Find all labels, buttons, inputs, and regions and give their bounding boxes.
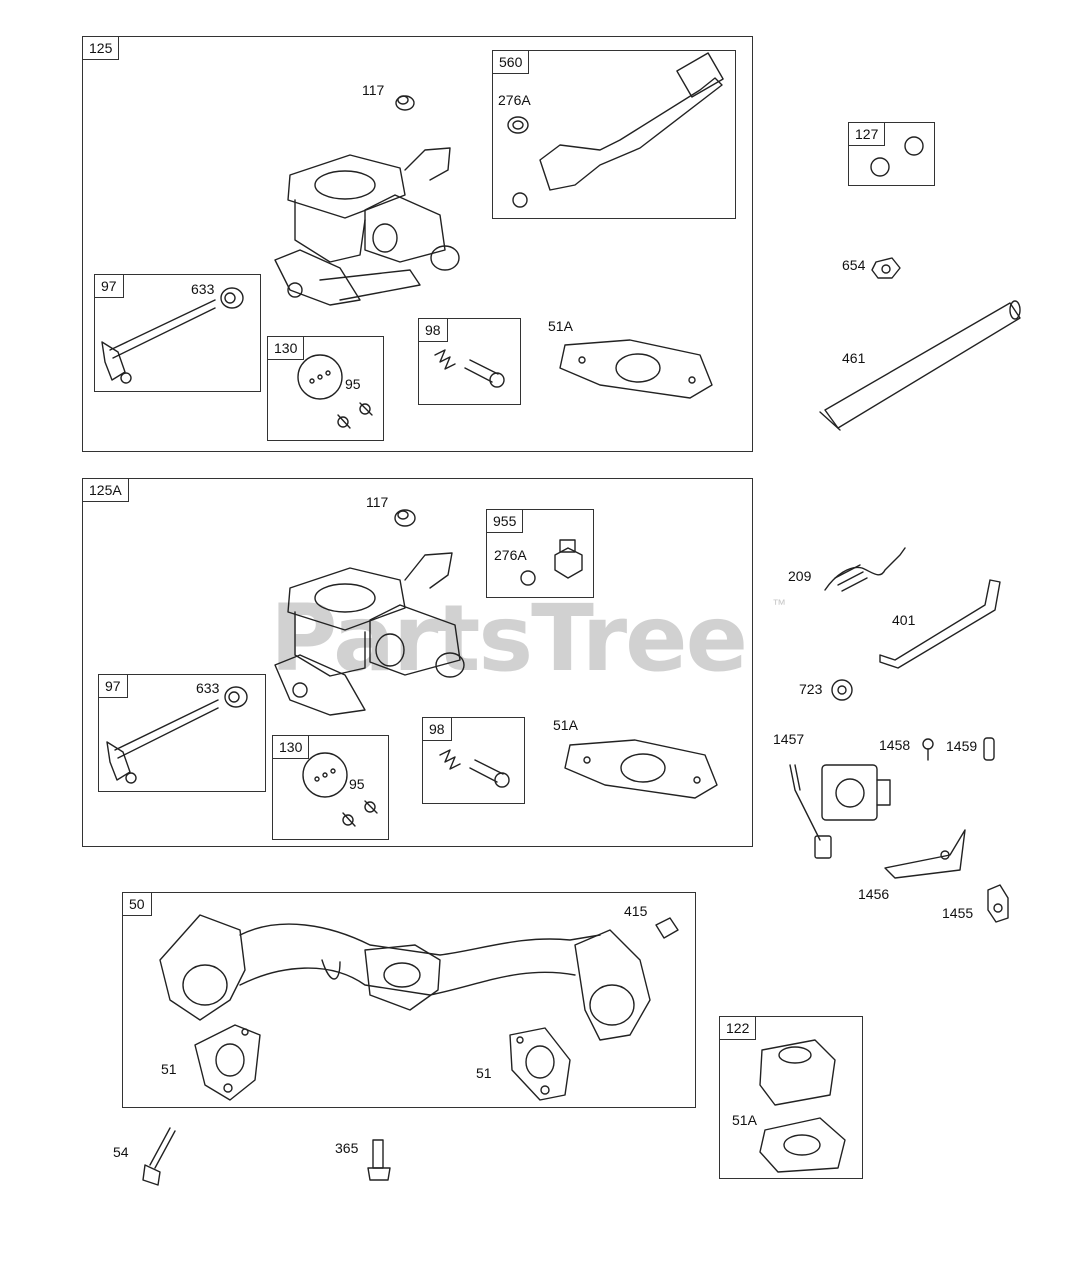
group-label-130a: 130 — [268, 337, 305, 360]
bracket-1455 — [987, 884, 1009, 923]
group-label-50: 50 — [123, 893, 152, 916]
throttle-body-125 — [274, 147, 460, 306]
watermark-trademark: ™ — [772, 596, 786, 612]
group-label-130b: 130 — [273, 736, 310, 759]
grommet-117b — [394, 509, 416, 527]
group-box-130b: 130 — [272, 735, 389, 840]
watermark-logo: PartsTree — [270, 585, 748, 692]
group-box-122: 122 — [719, 1016, 863, 1179]
group-box-98b: 98 — [422, 717, 525, 804]
motor-1457 — [789, 764, 891, 859]
nut-654 — [871, 257, 901, 279]
spacer-723 — [831, 679, 853, 701]
plug-955 — [520, 539, 583, 586]
callout-95-a: 95 — [345, 376, 361, 392]
pin-1459 — [983, 737, 995, 761]
callout-401: 401 — [892, 612, 916, 628]
bolt-54 — [142, 1127, 176, 1186]
callout-276A-a: 276A — [498, 92, 531, 108]
callout-1456: 1456 — [858, 886, 890, 902]
spring-screw-98a — [434, 349, 505, 388]
callout-723: 723 — [799, 681, 823, 697]
gasket-51A-c — [759, 1117, 846, 1173]
callout-51-b: 51 — [476, 1065, 492, 1081]
gasket-51A-a — [559, 339, 713, 399]
callout-654: 654 — [842, 257, 866, 273]
group-box-125: 125 — [82, 36, 753, 452]
callout-1458: 1458 — [879, 737, 911, 753]
callout-365: 365 — [335, 1140, 359, 1156]
throttle-body-125A — [274, 552, 465, 716]
sensor-560 — [507, 52, 724, 208]
callout-633-b: 633 — [196, 680, 220, 696]
callout-1457: 1457 — [773, 731, 805, 747]
callout-51A-a: 51A — [548, 318, 573, 334]
callout-51A-b: 51A — [553, 717, 578, 733]
group-label-955: 955 — [487, 510, 524, 533]
spacer-122 — [759, 1039, 836, 1106]
callout-54: 54 — [113, 1144, 129, 1160]
callout-209: 209 — [788, 568, 812, 584]
grommet-117a — [395, 95, 415, 111]
bolt-365 — [367, 1139, 391, 1181]
spring-209 — [824, 547, 906, 592]
tube-461 — [819, 300, 1021, 431]
plate-130b — [302, 752, 378, 827]
callout-633-a: 633 — [191, 281, 215, 297]
group-label-127: 127 — [849, 123, 886, 146]
screw-1458 — [922, 738, 934, 761]
group-label-122: 122 — [720, 1017, 757, 1040]
callout-95-b: 95 — [349, 776, 365, 792]
plug-415 — [655, 917, 679, 939]
callout-117-a: 117 — [362, 82, 385, 98]
shaft-97b — [106, 686, 248, 784]
gasket-51-a — [194, 1024, 261, 1101]
rod-401 — [879, 579, 1001, 669]
group-label-97a: 97 — [95, 275, 124, 298]
group-box-97a: 97 — [94, 274, 261, 392]
callout-117-b: 117 — [366, 494, 389, 510]
callout-461: 461 — [842, 350, 866, 366]
group-box-50: 50 — [122, 892, 696, 1108]
group-box-955: 955 — [486, 509, 594, 598]
group-box-98a: 98 — [418, 318, 521, 405]
callout-1455: 1455 — [942, 905, 974, 921]
callout-51-a: 51 — [161, 1061, 177, 1077]
group-label-560: 560 — [493, 51, 530, 74]
group-box-125A: 125A — [82, 478, 753, 847]
callout-1459: 1459 — [946, 738, 978, 754]
group-box-560: 560 — [492, 50, 736, 219]
callout-51A-c: 51A — [732, 1112, 757, 1128]
callout-276A-b: 276A — [494, 547, 527, 563]
gasket-51A-b — [564, 739, 718, 799]
group-box-127: 127 — [848, 122, 935, 186]
group-label-98a: 98 — [419, 319, 448, 342]
plugs-127 — [870, 136, 924, 177]
group-label-97b: 97 — [99, 675, 128, 698]
group-box-97b: 97 — [98, 674, 266, 792]
shaft-97a — [101, 287, 244, 384]
bracket-1456 — [884, 829, 966, 879]
group-label-98b: 98 — [423, 718, 452, 741]
spring-screw-98b — [439, 749, 510, 788]
group-label-125: 125 — [83, 37, 120, 60]
plate-130a — [297, 354, 373, 429]
callout-415: 415 — [624, 903, 648, 919]
gasket-51-b — [509, 1027, 571, 1101]
manifold-50 — [159, 914, 651, 1041]
group-box-130a: 130 — [267, 336, 384, 441]
group-label-125A: 125A — [83, 479, 129, 502]
